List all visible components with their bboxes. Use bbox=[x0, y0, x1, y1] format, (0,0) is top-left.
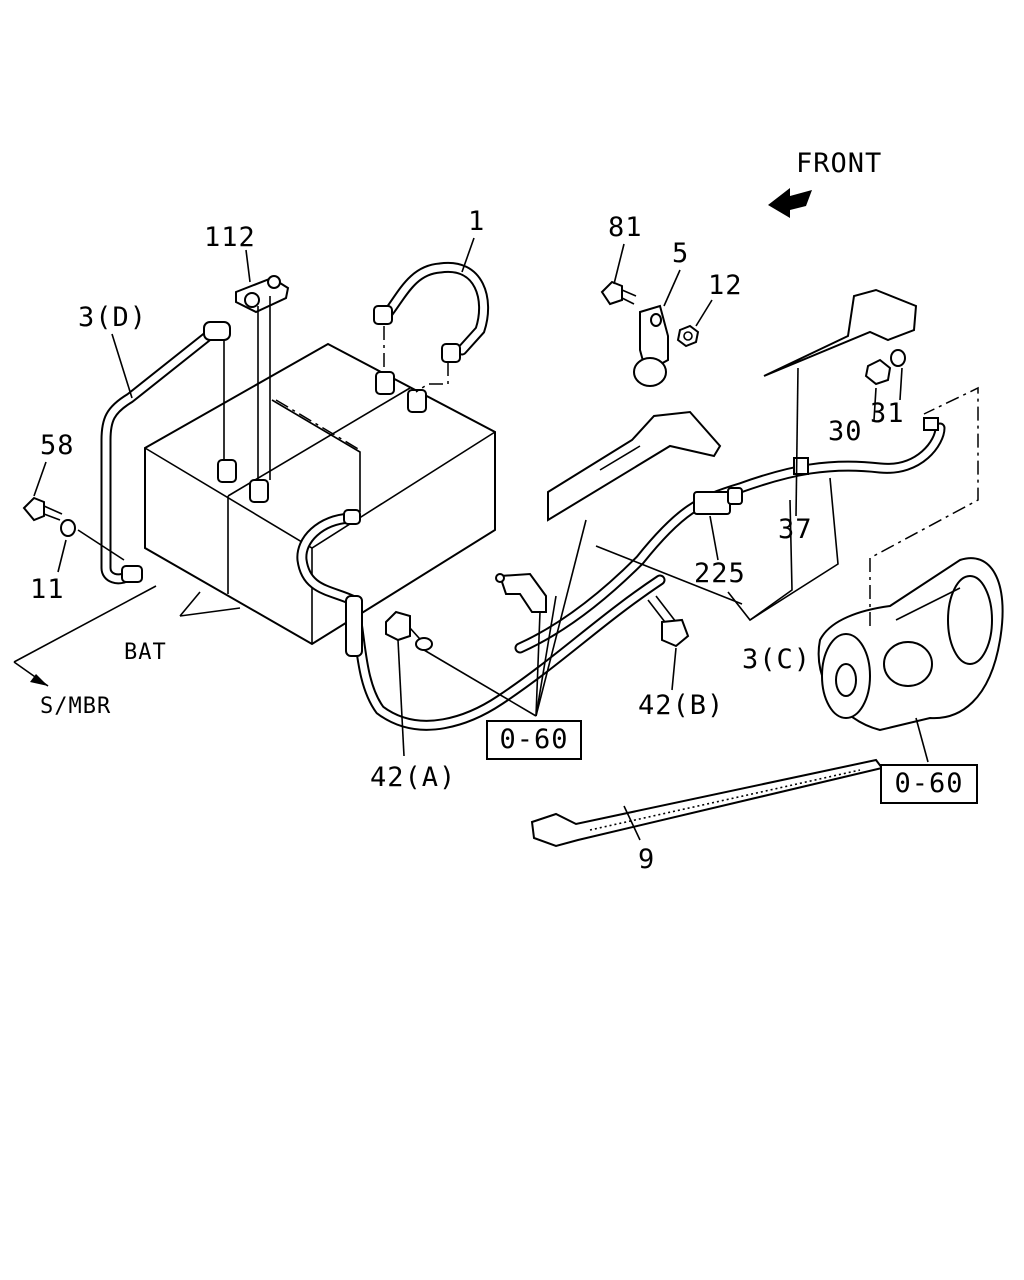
s-mbr-arrow bbox=[13, 585, 241, 687]
label-part-37: 37 bbox=[778, 514, 813, 545]
label-part-30: 30 bbox=[828, 416, 863, 447]
label-s-mbr: S/MBR bbox=[40, 694, 112, 719]
connector-part-225 bbox=[693, 487, 743, 561]
label-part-3d: 3(D) bbox=[78, 302, 148, 333]
label-part-225: 225 bbox=[694, 558, 746, 589]
leader-lines bbox=[33, 237, 979, 717]
label-front: FRONT bbox=[796, 148, 883, 179]
bolt-part-42b bbox=[647, 595, 690, 691]
label-part-81: 81 bbox=[608, 212, 643, 243]
bolt-part-81 bbox=[600, 280, 637, 306]
label-part-42a: 42(A) bbox=[370, 762, 457, 793]
label-part-31: 31 bbox=[870, 398, 905, 429]
washer-part-31 bbox=[890, 349, 906, 367]
label-part-58: 58 bbox=[40, 430, 75, 461]
label-part-5: 5 bbox=[672, 238, 690, 269]
cable-tie-part-9 bbox=[530, 758, 884, 848]
nut-part-30 bbox=[864, 358, 892, 386]
front-arrow-icon bbox=[768, 188, 812, 218]
label-part-3c: 3(C) bbox=[742, 644, 812, 675]
label-part-42b: 42(B) bbox=[638, 690, 725, 721]
cable-clip bbox=[495, 572, 547, 613]
terminal-clamp-part-112 bbox=[235, 275, 290, 480]
bolt-part-42a bbox=[385, 610, 433, 757]
bracket-part-5 bbox=[633, 304, 669, 387]
label-part-12: 12 bbox=[708, 270, 743, 301]
nut-part-12 bbox=[676, 324, 700, 348]
label-part-11: 11 bbox=[30, 574, 65, 605]
bolt-part-58 bbox=[22, 496, 63, 522]
label-part-9: 9 bbox=[638, 844, 656, 875]
cable-part-3d bbox=[100, 321, 361, 585]
battery bbox=[144, 342, 496, 646]
ref-box-right[interactable]: 0-60 bbox=[880, 764, 978, 804]
washer-part-11 bbox=[60, 519, 125, 561]
label-bat: BAT bbox=[124, 640, 167, 665]
cable-part-1 bbox=[373, 261, 490, 393]
ref-box-left[interactable]: 0-60 bbox=[486, 720, 582, 760]
bracket bbox=[547, 410, 722, 522]
engine-bracket bbox=[763, 288, 918, 377]
label-part-1: 1 bbox=[468, 206, 486, 237]
ground-cable bbox=[296, 509, 666, 731]
starter-motor bbox=[817, 557, 1004, 763]
label-part-112: 112 bbox=[204, 222, 256, 253]
